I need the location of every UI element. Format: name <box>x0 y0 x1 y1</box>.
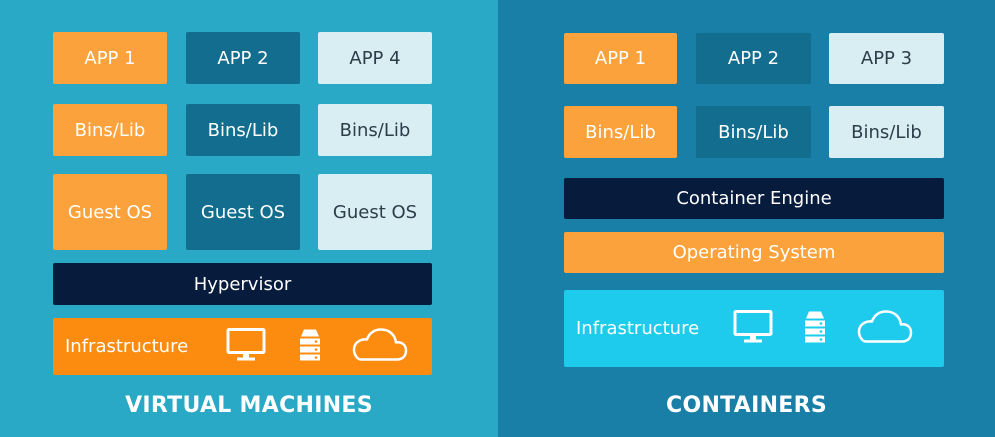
vm-bins-lib-2: Bins/Lib <box>186 104 300 156</box>
vm-app-1: APP 1 <box>53 32 167 84</box>
cloud-icon <box>349 325 409 368</box>
server-icon <box>802 309 828 348</box>
vm-infrastructure: Infrastructure <box>53 318 432 375</box>
container-bins-lib-2: Bins/Lib <box>696 106 811 158</box>
server-icon <box>297 327 323 366</box>
container-app-1: APP 1 <box>564 33 677 84</box>
vm-bins-lib-1: Bins/Lib <box>53 104 167 156</box>
container-bins-lib-3: Bins/Lib <box>829 106 944 158</box>
vm-hypervisor: Hypervisor <box>53 263 432 305</box>
virtual-machines-caption: VIRTUAL MACHINES <box>125 392 373 418</box>
virtual-machines-panel: APP 1 APP 2 APP 4 Bins/Lib Bins/Lib Bins… <box>0 0 498 437</box>
operating-system: Operating System <box>564 232 944 273</box>
container-app-2: APP 2 <box>696 33 811 84</box>
containers-caption: CONTAINERS <box>666 392 827 418</box>
vm-guest-os-1: Guest OS <box>53 174 167 250</box>
monitor-icon <box>732 308 774 349</box>
cloud-icon <box>854 307 914 350</box>
container-bins-lib-1: Bins/Lib <box>564 106 677 158</box>
container-engine: Container Engine <box>564 178 944 219</box>
container-infrastructure: Infrastructure <box>564 290 944 367</box>
container-infrastructure-label: Infrastructure <box>576 318 700 339</box>
monitor-icon <box>225 326 267 367</box>
vm-app-4: APP 4 <box>318 32 432 84</box>
vm-guest-os-3: Guest OS <box>318 174 432 250</box>
container-app-3: APP 3 <box>829 33 944 84</box>
vm-app-2: APP 2 <box>186 32 300 84</box>
vm-guest-os-2: Guest OS <box>186 174 300 250</box>
vm-infrastructure-label: Infrastructure <box>65 336 189 357</box>
containers-panel: APP 1 APP 2 APP 3 Bins/Lib Bins/Lib Bins… <box>498 0 995 437</box>
vm-bins-lib-3: Bins/Lib <box>318 104 432 156</box>
